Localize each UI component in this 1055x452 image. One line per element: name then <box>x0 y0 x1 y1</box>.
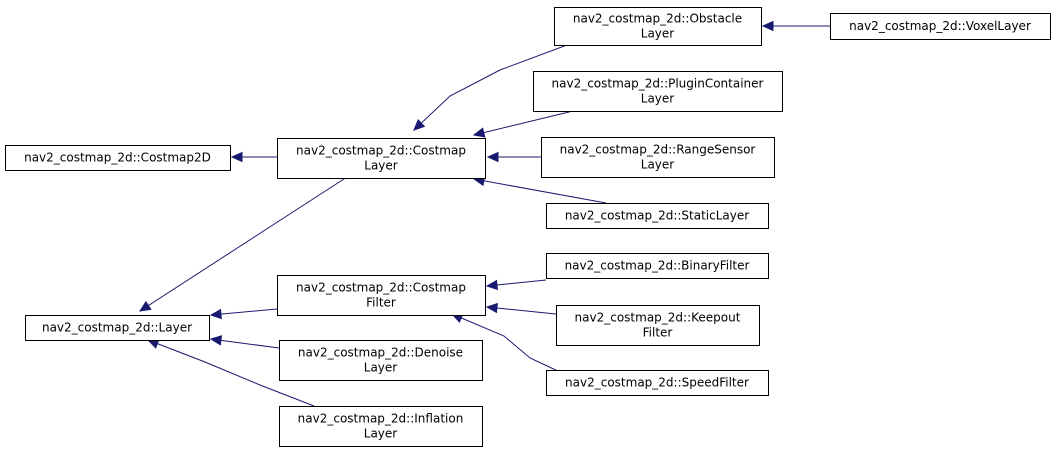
edge-line <box>210 338 280 349</box>
class-node-label: nav2_costmap_2d::Costmap2D <box>24 151 211 165</box>
edge-line <box>486 306 557 315</box>
inheritance-edge-inflation_layer-to-layer <box>146 338 315 407</box>
class-node-label: Layer <box>641 27 675 41</box>
edge-arrowhead <box>138 300 152 312</box>
class-node-label: nav2_costmap_2d::Costmap <box>296 281 466 295</box>
class-node-label: nav2_costmap_2d::Obstacle <box>573 12 742 26</box>
inheritance-edge-costmap_filter-to-layer <box>209 308 278 320</box>
class-node-box <box>25 315 210 341</box>
class-node-voxel_layer[interactable]: nav2_costmap_2d::VoxelLayer <box>830 13 1051 40</box>
class-node-box <box>277 138 486 179</box>
class-node-label: nav2_costmap_2d::Costmap <box>296 144 466 158</box>
class-node-binary_filter[interactable]: nav2_costmap_2d::BinaryFilter <box>546 253 769 279</box>
class-node-label: Layer <box>641 158 675 172</box>
inheritance-edge-plugin_container-to-costmap_layer <box>472 110 574 138</box>
inheritance-edge-costmap_layer-to-layer <box>138 176 348 312</box>
edge-line <box>473 110 574 136</box>
edge-arrowhead <box>230 151 243 163</box>
class-node-label: Filter <box>366 296 396 310</box>
class-node-box <box>5 145 231 171</box>
class-node-box <box>554 7 762 46</box>
edge-arrowhead <box>485 302 498 314</box>
class-node-box <box>556 305 760 346</box>
class-node-box <box>541 137 775 178</box>
edge-arrowhead <box>413 118 426 131</box>
class-node-label: nav2_costmap_2d::BinaryFilter <box>565 259 750 273</box>
class-node-box <box>533 71 783 112</box>
edge-arrowhead <box>472 127 486 138</box>
edge-line <box>473 178 607 204</box>
edge-arrowhead <box>209 335 223 346</box>
class-node-box <box>277 275 486 316</box>
class-node-label: nav2_costmap_2d::RangeSensor <box>560 143 756 157</box>
inheritance-edge-static_layer-to-costmap_layer <box>472 175 607 204</box>
class-node-label: nav2_costmap_2d::PluginContainer <box>552 77 764 91</box>
edge-arrowhead <box>485 279 498 291</box>
class-node-box <box>546 370 769 396</box>
class-node-box <box>546 253 769 279</box>
inheritance-edge-voxel_layer-to-obstacle_layer <box>761 20 830 32</box>
class-node-box <box>546 203 769 229</box>
edge-line <box>147 339 315 407</box>
edge-line <box>451 313 561 373</box>
class-node-costmap2d[interactable]: nav2_costmap_2d::Costmap2D <box>5 145 231 171</box>
edge-arrowhead <box>486 151 499 163</box>
class-node-label: nav2_costmap_2d::StaticLayer <box>565 209 749 223</box>
class-node-label: Layer <box>364 361 398 375</box>
class-node-label: nav2_costmap_2d::Inflation <box>298 412 464 426</box>
class-node-layer[interactable]: nav2_costmap_2d::Layer <box>25 315 210 341</box>
class-node-box <box>279 340 483 381</box>
class-node-label: Filter <box>643 326 673 340</box>
class-node-label: Layer <box>364 427 398 441</box>
class-node-label: Layer <box>364 159 398 173</box>
edges-layer <box>138 20 830 407</box>
inheritance-edge-obstacle_layer-to-costmap_layer <box>413 44 568 131</box>
edge-line <box>413 44 568 131</box>
class-node-box <box>830 13 1051 40</box>
class-node-speed_filter[interactable]: nav2_costmap_2d::SpeedFilter <box>546 370 769 396</box>
class-node-label: nav2_costmap_2d::VoxelLayer <box>849 19 1031 33</box>
inheritance-edge-range_sensor-to-costmap_layer <box>486 151 541 163</box>
class-node-label: nav2_costmap_2d::Layer <box>42 321 192 335</box>
class-node-label: nav2_costmap_2d::Keepout <box>575 311 741 325</box>
edge-line <box>210 308 278 316</box>
class-node-label: nav2_costmap_2d::SpeedFilter <box>565 376 749 390</box>
edge-arrowhead <box>761 20 774 32</box>
edge-arrowhead <box>209 308 222 320</box>
class-node-static_layer[interactable]: nav2_costmap_2d::StaticLayer <box>546 203 769 229</box>
class-node-label: nav2_costmap_2d::Denoise <box>298 346 463 360</box>
inheritance-edge-binary_filter-to-costmap_filter <box>485 279 547 291</box>
class-node-label: Layer <box>641 92 675 106</box>
inheritance-edge-keepout_filter-to-costmap_filter <box>485 302 557 315</box>
edge-line <box>139 176 348 312</box>
class-node-box <box>279 406 483 447</box>
inheritance-edge-costmap_layer-to-costmap2d <box>230 151 277 163</box>
inheritance-edge-denoise_layer-to-layer <box>209 335 280 349</box>
